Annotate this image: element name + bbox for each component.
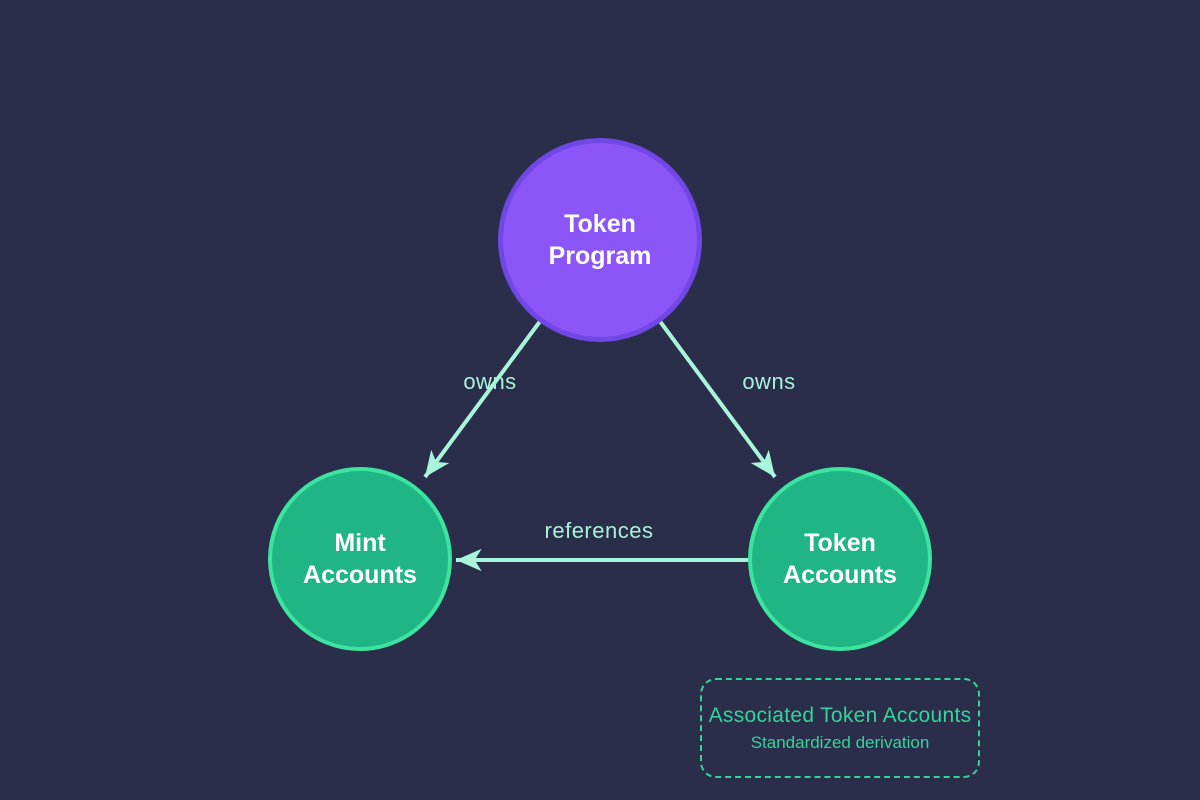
node-mint-accounts: Mint Accounts [268, 467, 452, 651]
edge-owns-right-arrow [657, 318, 777, 479]
node-token-accounts-label: Token Accounts [783, 529, 897, 589]
edge-owns-left-arrow [423, 318, 543, 479]
edge-label-references: references [544, 518, 654, 543]
node-token-program-label: Token Program [548, 210, 652, 270]
node-token-accounts: Token Accounts [748, 467, 932, 651]
note-subtitle: Standardized derivation [750, 732, 930, 752]
note-title: Associated Token Accounts [708, 703, 972, 727]
edge-label-owns-right: owns [742, 369, 796, 394]
node-token-program: Token Program [498, 138, 702, 342]
edge-label-owns-left: owns [463, 369, 517, 394]
node-mint-accounts-label: Mint Accounts [303, 529, 417, 589]
associated-token-accounts-note: Associated Token Accounts Standardized d… [700, 678, 980, 778]
